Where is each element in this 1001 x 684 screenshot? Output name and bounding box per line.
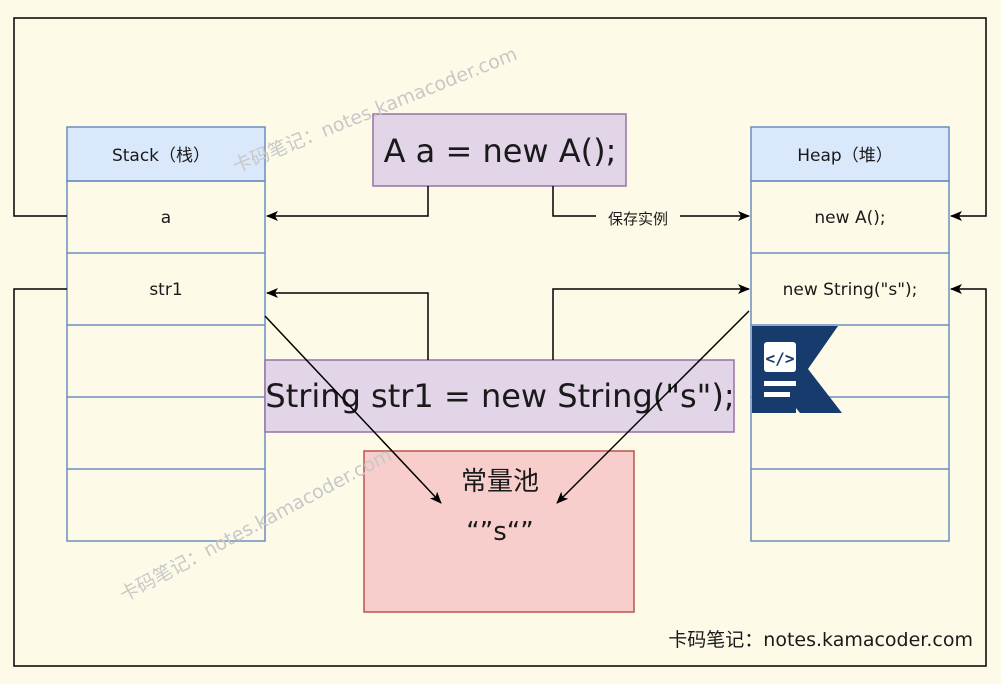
heap-row-new-a: new A();: [814, 208, 885, 228]
code-str-label: String str1 = new String("s");: [265, 377, 734, 415]
arrow-to-stack-a: [266, 186, 429, 221]
heap-body: [750, 180, 950, 542]
arrow-heap-to-pool: [556, 310, 750, 504]
arrow-to-heap-new-a: [552, 186, 750, 221]
edge-label-save-instance: 保存实例: [608, 210, 668, 228]
code-box-str: String str1 = new String("s");: [264, 359, 735, 433]
heap-table: Heap（堆） new A(); new String("s");: [750, 126, 950, 542]
code-a-label: A a = new A();: [384, 132, 617, 170]
heap-header-label: Heap（堆）: [797, 146, 892, 166]
stack-table: Stack（栈） a str1: [66, 126, 266, 542]
svg-text:</>: </>: [766, 349, 795, 368]
stack-body: [66, 180, 266, 542]
arrow-to-heap-new-string: [552, 284, 750, 360]
heap-row-new-string: new String("s");: [783, 280, 918, 300]
arrow-str1-to-pool: [264, 315, 442, 504]
stack-row-a: a: [161, 208, 171, 228]
stack-header-label: Stack（栈）: [112, 146, 210, 166]
stack-header-cell: [66, 126, 266, 182]
loop-arrow-str1: [13, 284, 987, 667]
constant-pool-box: 常量池 “”s“”: [363, 450, 635, 613]
kamacoder-logo-icon: </>: [752, 326, 842, 413]
pool-title: 常量池: [461, 467, 539, 497]
watermark-corner: 卡码笔记：notes.kamacoder.com: [668, 629, 973, 651]
code-box-a: A a = new A();: [372, 113, 627, 187]
stack-row-str1: str1: [149, 280, 182, 300]
pool-value: “”s“”: [466, 517, 533, 547]
arrow-to-stack-str1: [266, 288, 429, 360]
loop-arrow-a: [13, 17, 987, 221]
